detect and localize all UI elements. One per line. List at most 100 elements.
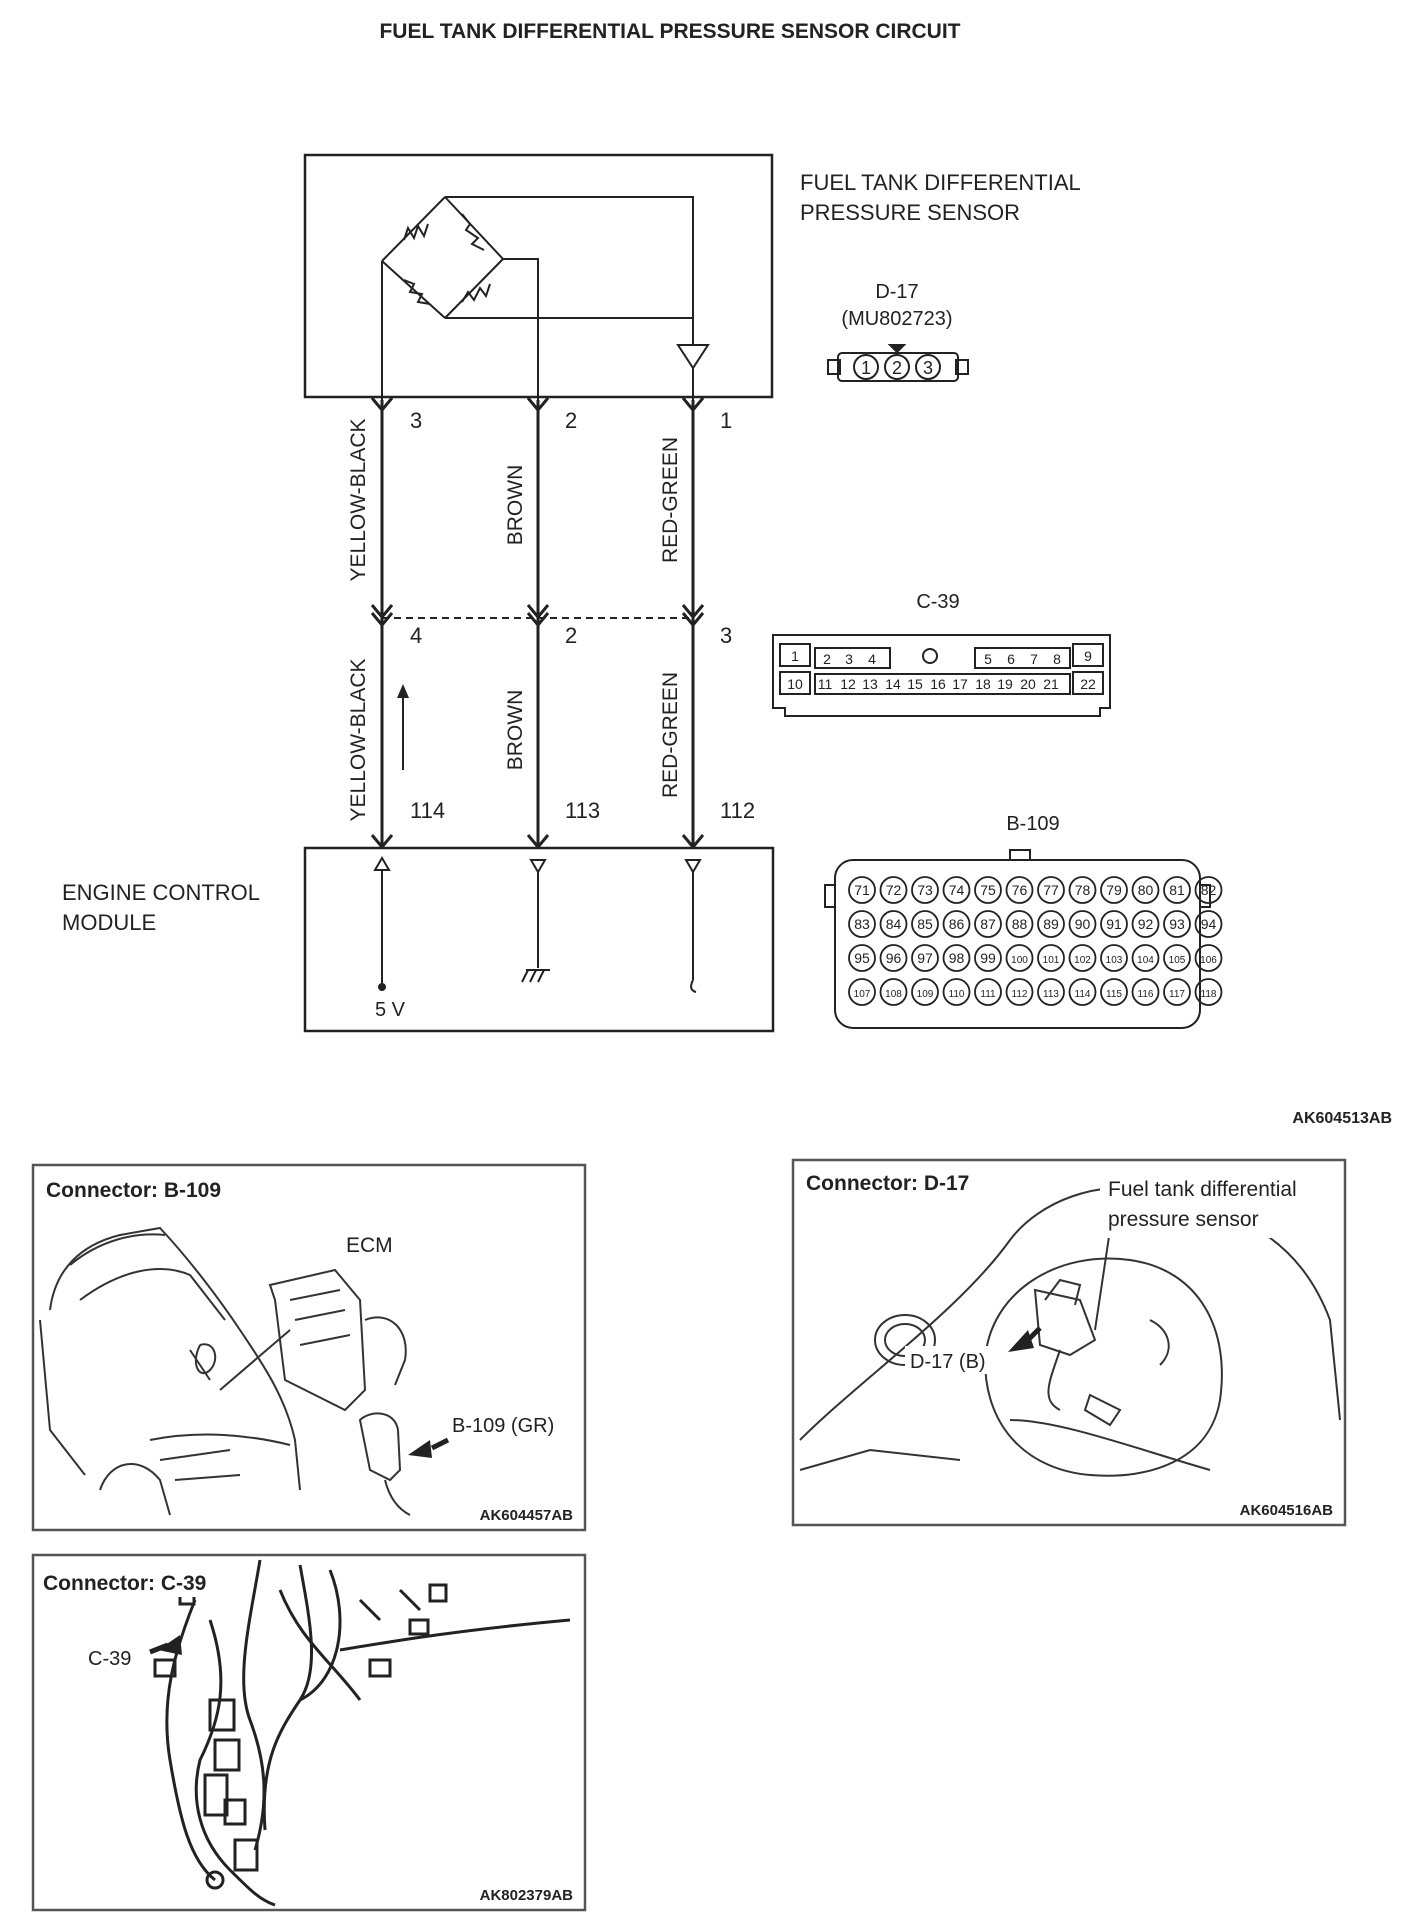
b109-pin-label: 96 bbox=[886, 950, 902, 966]
b109-pin-socket bbox=[1068, 910, 1097, 938]
b109-pin-socket bbox=[1005, 876, 1034, 904]
b109-pin-socket bbox=[911, 944, 939, 972]
b109-connector-id: B-109 bbox=[1006, 813, 1059, 835]
b109-pin-label: 84 bbox=[886, 916, 902, 932]
b109-pin-label: 118 bbox=[1201, 989, 1217, 1000]
b109-pin-socket bbox=[1068, 978, 1097, 1006]
b109-pin-socket bbox=[879, 910, 908, 938]
c39-face-pin: 18 bbox=[975, 676, 991, 692]
ecm-name-line1: ENGINE CONTROL bbox=[62, 880, 260, 905]
panel-b109 bbox=[31, 1163, 587, 1532]
b109-pin-label: 112 bbox=[1012, 989, 1028, 1000]
wire-color-label: BROWN bbox=[504, 465, 527, 546]
b109-pin-label: 82 bbox=[1201, 882, 1217, 898]
b109-pin-label: 83 bbox=[854, 916, 870, 932]
d17-pin: 3 bbox=[923, 358, 933, 378]
b109-pin-label: 79 bbox=[1106, 882, 1122, 898]
b109-pin-label: 85 bbox=[917, 916, 933, 932]
b109-pin-socket bbox=[974, 910, 1002, 938]
b109-pin-socket bbox=[1194, 910, 1223, 938]
panel-c39-title: Connector: C-39 bbox=[43, 1572, 206, 1595]
b109-pin-socket bbox=[1100, 876, 1128, 904]
b109-pin-socket bbox=[1131, 978, 1160, 1006]
b109-pin-label: 109 bbox=[917, 989, 934, 1000]
b109-pin-socket bbox=[848, 978, 876, 1006]
ecm-5v-label: 5 V bbox=[375, 999, 406, 1021]
c39-pointer-arrow-icon bbox=[158, 1635, 182, 1655]
c39-face-pin: 10 bbox=[787, 676, 803, 692]
c39-pin-yellow-black: 4 bbox=[410, 623, 422, 648]
b109-pin-label: 73 bbox=[917, 882, 933, 898]
panel-c39-code: AK802379AB bbox=[480, 1887, 574, 1904]
b109-pin-socket bbox=[1005, 944, 1034, 972]
b109-pin-socket bbox=[942, 978, 971, 1006]
panel-c39 bbox=[31, 1553, 587, 1912]
b109-pin-label: 77 bbox=[1043, 882, 1059, 898]
b109-pin-label: 92 bbox=[1138, 916, 1154, 932]
diagram-title: FUEL TANK DIFFERENTIAL PRESSURE SENSOR C… bbox=[379, 20, 960, 43]
c39-face-pin: 3 bbox=[845, 651, 853, 667]
b109-pin-socket bbox=[974, 876, 1002, 904]
panel-d17-label-line2: pressure sensor bbox=[1108, 1208, 1259, 1231]
b109-pin-socket bbox=[1100, 978, 1128, 1006]
b109-pin-label: 81 bbox=[1169, 882, 1185, 898]
b109-pin-label: 101 bbox=[1043, 955, 1060, 966]
b109-pin-socket bbox=[942, 910, 971, 938]
b109-pin-label: 89 bbox=[1043, 916, 1059, 932]
b109-pin-socket bbox=[1037, 978, 1065, 1006]
sensor-pin-red-green: 1 bbox=[720, 408, 732, 433]
b109-pin-label: 95 bbox=[854, 950, 870, 966]
b109-connector-face bbox=[824, 849, 1211, 1029]
c39-face-pin: 4 bbox=[868, 651, 876, 667]
b109-pin-label: 108 bbox=[885, 989, 902, 1000]
b109-pin-socket bbox=[911, 876, 939, 904]
sensor-name-line1: FUEL TANK DIFFERENTIAL bbox=[800, 170, 1081, 195]
c39-face-pin: 14 bbox=[885, 676, 901, 692]
b109-pin-socket bbox=[1163, 944, 1191, 972]
b109-pin-label: 116 bbox=[1138, 989, 1154, 1000]
c39-face-pin: 21 bbox=[1043, 676, 1059, 692]
car-front-illustration bbox=[39, 1226, 301, 1516]
c39-face-pin: 17 bbox=[952, 676, 968, 692]
c39-face-pin: 5 bbox=[984, 651, 992, 667]
c39-face-pin: 11 bbox=[818, 676, 833, 692]
diagram-code: AK604513AB bbox=[1292, 1110, 1392, 1127]
panel-b109-title: Connector: B-109 bbox=[46, 1179, 221, 1202]
b109-pin-label: 114 bbox=[1075, 989, 1091, 1000]
b109-pin-label: 117 bbox=[1169, 989, 1185, 1000]
c39-face-pin: 1 bbox=[791, 648, 799, 664]
b109-pin-label: 99 bbox=[980, 950, 996, 966]
b109-pin-socket bbox=[1100, 910, 1128, 938]
c39-pin-labels: 1 2 3 4 5 6 7 8 9 10 11 12 13 14 15 16 1… bbox=[787, 648, 1096, 692]
b109-pin-label: 98 bbox=[949, 950, 965, 966]
c39-face-pin: 20 bbox=[1020, 676, 1036, 692]
b109-pin-socket bbox=[1131, 910, 1160, 938]
panel-d17-connector-label: D-17 (B) bbox=[910, 1351, 986, 1373]
wire-color-label: RED-GREEN bbox=[659, 437, 682, 563]
b109-pin-label: 78 bbox=[1075, 882, 1091, 898]
panel-d17-title: Connector: D-17 bbox=[806, 1172, 969, 1195]
c39-face-pin: 16 bbox=[930, 676, 946, 692]
b109-pin-socket bbox=[911, 978, 939, 1006]
b109-pin-label: 94 bbox=[1201, 916, 1217, 932]
b109-pin-label: 75 bbox=[980, 882, 996, 898]
b109-pointer-arrow-icon bbox=[408, 1440, 432, 1458]
ecm-module-illustration bbox=[268, 1268, 411, 1516]
panel-d17-label-line1: Fuel tank differential bbox=[1108, 1178, 1297, 1201]
b109-pin-label: 93 bbox=[1169, 916, 1185, 932]
b109-pin-label: 107 bbox=[854, 989, 871, 1000]
b109-pin-label: 86 bbox=[949, 916, 965, 932]
c39-connector-id: C-39 bbox=[916, 591, 959, 613]
d17-pointer-arrow-icon bbox=[1008, 1330, 1034, 1352]
c39-face-pin: 8 bbox=[1053, 651, 1061, 667]
c39-face-pin: 19 bbox=[997, 676, 1013, 692]
b109-pin-socket bbox=[879, 944, 908, 972]
wire-color-label: RED-GREEN bbox=[659, 672, 682, 798]
b109-pin-socket bbox=[879, 876, 908, 904]
ecm-pin-yellow-black: 114 bbox=[410, 798, 445, 823]
d17-pin: 1 bbox=[861, 358, 871, 378]
b109-pin-socket bbox=[879, 978, 908, 1006]
wire-color-label: YELLOW-BLACK bbox=[347, 658, 370, 821]
ecm-name-line2: MODULE bbox=[62, 910, 156, 935]
